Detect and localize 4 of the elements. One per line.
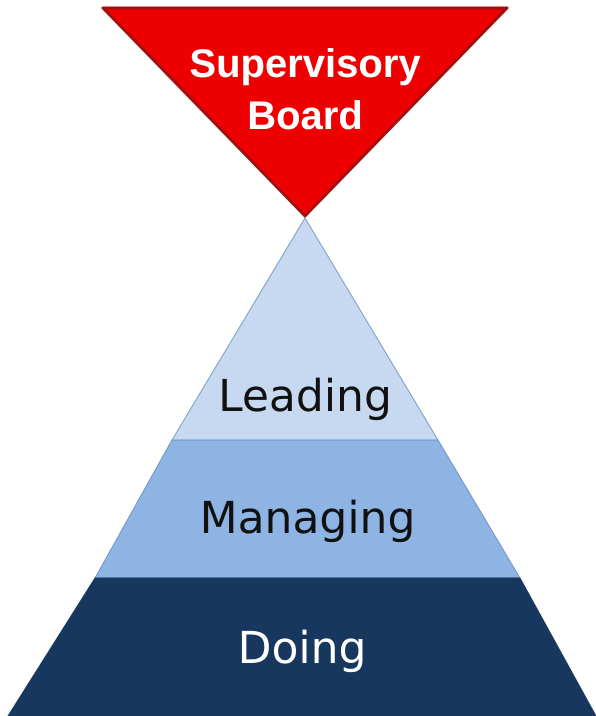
tier-label: Supervisory Board <box>188 41 422 140</box>
tier-label: Doing <box>236 622 368 676</box>
tier-label: Managing <box>198 492 416 546</box>
tier-label: Leading <box>217 370 393 424</box>
